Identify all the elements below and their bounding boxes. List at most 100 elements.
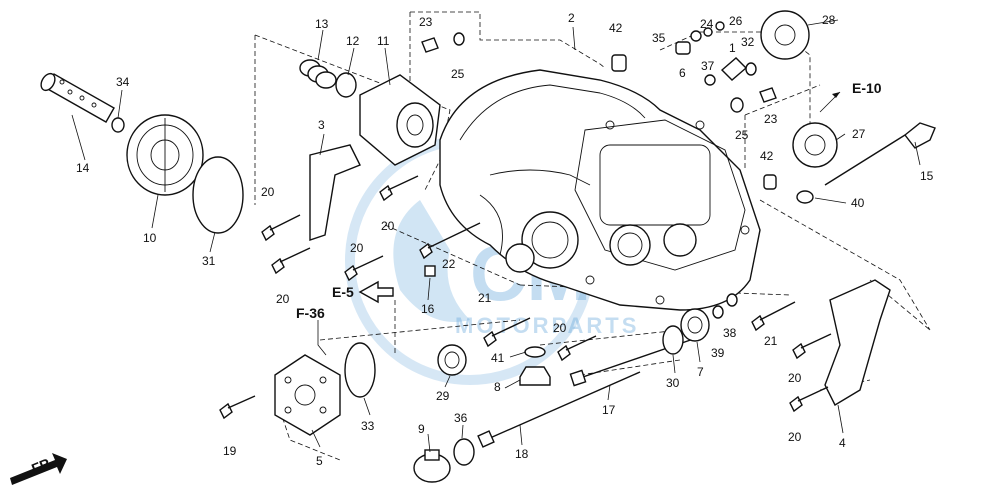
bolts-other xyxy=(219,222,796,420)
watermark-sub: MOTORPARTS xyxy=(455,313,639,338)
label-part-12: 12 xyxy=(346,34,360,48)
part-36-o-ring xyxy=(453,438,475,466)
part-15-dipstick xyxy=(824,122,936,186)
label-part-22: 22 xyxy=(442,257,456,271)
label-part-23-a: 23 xyxy=(419,15,433,29)
label-part-6: 6 xyxy=(679,66,686,80)
label-part-19: 19 xyxy=(223,444,237,458)
part-42-dowel-pin-lower xyxy=(763,174,777,190)
label-part-17: 17 xyxy=(602,403,616,417)
label-part-40: 40 xyxy=(851,196,865,210)
label-part-9: 9 xyxy=(418,422,425,436)
label-part-4: 4 xyxy=(839,436,846,450)
part-26-washer xyxy=(715,21,725,31)
reference-labels: E-10 E-5 F-36 FR. xyxy=(29,80,882,477)
part-25-washer-right xyxy=(730,97,744,113)
part-7-damper xyxy=(680,308,710,342)
part-41-washer xyxy=(524,346,546,358)
label-part-35: 35 xyxy=(652,31,666,45)
part-13-spring xyxy=(299,59,337,89)
ref-e5: E-5 xyxy=(332,284,354,300)
part-14-strainer xyxy=(40,72,115,123)
label-part-15: 15 xyxy=(920,169,934,183)
label-part-25-a: 25 xyxy=(451,67,465,81)
label-part-8: 8 xyxy=(494,380,501,394)
ref-arrows xyxy=(10,91,841,485)
part-32-o-ring xyxy=(745,62,757,76)
label-part-42-a: 42 xyxy=(609,21,623,35)
label-part-41: 41 xyxy=(491,351,505,365)
part-34-o-ring xyxy=(111,117,125,133)
part-9-plug xyxy=(413,449,451,483)
part-30-o-ring xyxy=(662,325,684,355)
label-part-42-b: 42 xyxy=(760,149,774,163)
part-28-bearing xyxy=(760,10,810,60)
part-38-washer xyxy=(726,293,738,307)
part-number-labels: 1 2 3 4 5 6 7 8 9 10 11 12 13 14 15 16 1… xyxy=(76,11,934,468)
part-6-collar xyxy=(675,41,691,55)
part-11-oil-filter xyxy=(359,74,441,166)
label-part-30: 30 xyxy=(666,376,680,390)
part-37-washer xyxy=(704,74,716,86)
label-part-24: 24 xyxy=(700,17,714,31)
part-27-bearing xyxy=(792,122,838,168)
part-12-seal xyxy=(335,72,357,98)
label-part-31: 31 xyxy=(202,254,216,268)
label-part-23-b: 23 xyxy=(764,112,778,126)
label-part-14: 14 xyxy=(76,161,90,175)
part-23-bolt-right xyxy=(759,87,777,103)
label-part-20-g: 20 xyxy=(788,430,802,444)
label-part-20-d: 20 xyxy=(276,292,290,306)
leader-lines xyxy=(71,19,921,453)
label-part-13: 13 xyxy=(315,17,329,31)
label-part-20-e: 20 xyxy=(553,321,567,335)
part-29-seal xyxy=(437,344,467,376)
label-part-11: 11 xyxy=(377,34,390,48)
part-42-dowel-pin xyxy=(611,54,627,72)
label-part-39: 39 xyxy=(711,346,725,360)
label-part-1: 1 xyxy=(729,41,736,55)
label-part-20-b: 20 xyxy=(381,219,395,233)
label-part-32: 32 xyxy=(741,35,755,49)
part-31-o-ring xyxy=(192,156,244,234)
label-part-26: 26 xyxy=(729,14,743,28)
label-part-37: 37 xyxy=(701,59,715,73)
part-25-washer-top xyxy=(453,32,465,46)
part-35-washer xyxy=(690,30,702,42)
label-part-20-c: 20 xyxy=(350,241,364,255)
part-4-bracket xyxy=(824,279,891,406)
ref-front: FR. xyxy=(29,453,56,476)
part-39-washer xyxy=(712,305,724,319)
bolts-20 xyxy=(261,175,832,413)
label-part-25-b: 25 xyxy=(735,128,749,142)
part-5-pump-cover xyxy=(274,354,341,436)
label-part-2: 2 xyxy=(568,11,575,25)
ref-f36: F-36 xyxy=(296,305,325,321)
label-part-10: 10 xyxy=(143,231,157,245)
label-part-18: 18 xyxy=(515,447,529,461)
label-part-21-b: 21 xyxy=(764,334,778,348)
part-8-plug xyxy=(519,366,551,386)
label-part-33: 33 xyxy=(361,419,375,433)
label-part-27: 27 xyxy=(852,127,866,141)
part-10-cover xyxy=(126,114,204,196)
part-18-bolt xyxy=(477,371,641,448)
label-part-5: 5 xyxy=(316,454,323,468)
label-part-38: 38 xyxy=(723,326,737,340)
ref-e10: E-10 xyxy=(852,80,882,96)
label-part-21-a: 21 xyxy=(478,291,492,305)
label-part-34: 34 xyxy=(116,75,130,89)
part-40-o-ring xyxy=(796,190,814,204)
part-33-o-ring xyxy=(344,342,376,398)
label-part-29: 29 xyxy=(436,389,450,403)
front-arrow-icon xyxy=(10,453,67,485)
final-drive-case xyxy=(439,69,761,311)
label-part-36: 36 xyxy=(454,411,468,425)
label-part-28: 28 xyxy=(822,13,836,27)
part-3-bracket xyxy=(309,144,361,241)
part-23-bolt-top xyxy=(421,37,439,53)
label-part-3: 3 xyxy=(318,118,325,132)
part-24-washer xyxy=(703,27,713,37)
